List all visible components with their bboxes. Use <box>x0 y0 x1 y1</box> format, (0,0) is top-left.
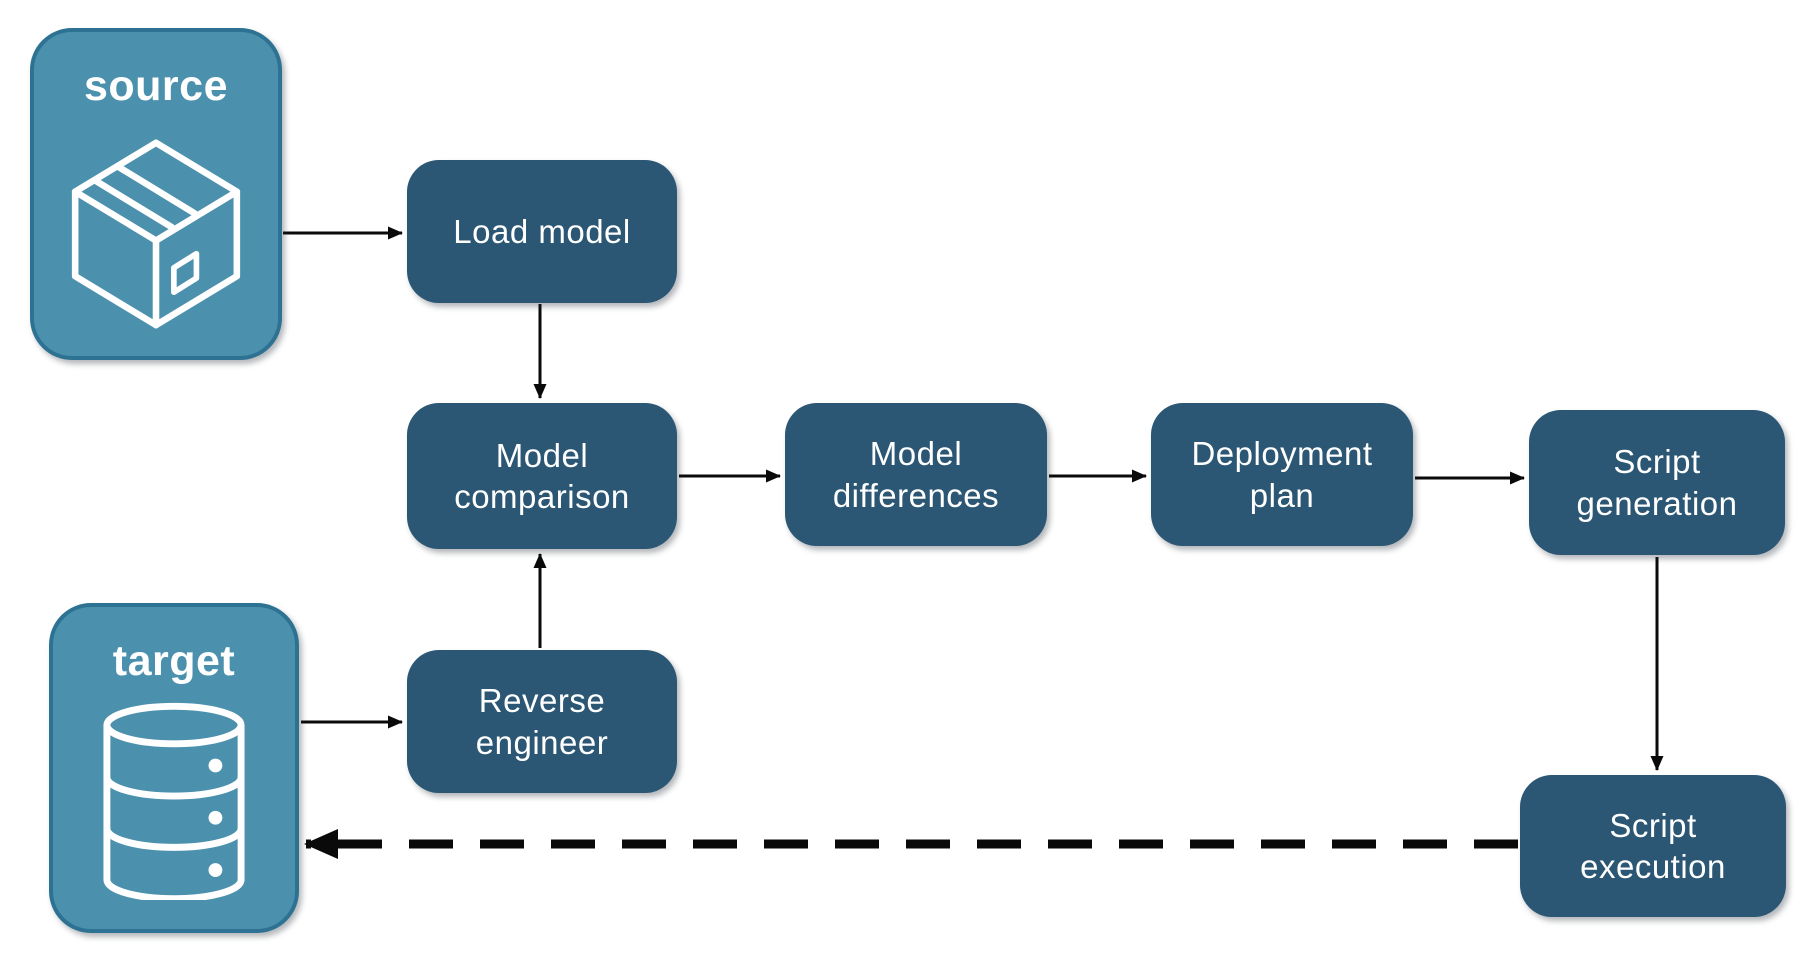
container-target: target <box>49 603 299 933</box>
node-model-comparison: Model comparison <box>407 403 677 549</box>
container-source-label: source <box>83 62 228 110</box>
node-reverse-engineer: Reverse engineer <box>407 650 677 793</box>
package-box-icon <box>71 139 241 329</box>
container-target-label: target <box>112 637 236 685</box>
node-deployment-plan: Deployment plan <box>1151 403 1413 546</box>
node-model-differences: Model differences <box>785 403 1047 546</box>
node-load-model: Load model <box>407 160 677 303</box>
container-source: source <box>30 28 282 360</box>
database-icon <box>103 702 245 900</box>
node-script-execution: Script execution <box>1520 775 1786 917</box>
node-script-generation: Script generation <box>1529 410 1785 555</box>
